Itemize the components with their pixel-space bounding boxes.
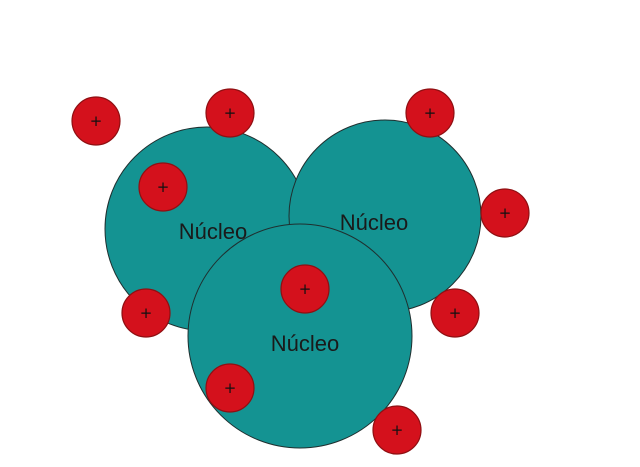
plus-icon: + (391, 421, 404, 439)
nucleus-left-label: Núcleo (179, 219, 247, 244)
nucleus-right-label: Núcleo (340, 210, 408, 235)
protons: + + + + + + + + (71, 88, 530, 455)
proton-circle (405, 88, 455, 138)
plus-icon: + (157, 178, 170, 196)
proton-circle (280, 264, 330, 314)
proton-9: + (205, 363, 255, 413)
proton-8: + (430, 288, 480, 338)
proton-circle (372, 405, 422, 455)
proton-circle (205, 88, 255, 138)
proton-circle (121, 288, 171, 338)
proton-circle (430, 288, 480, 338)
plus-icon: + (449, 304, 462, 322)
proton-7: + (121, 288, 171, 338)
proton-4: + (138, 162, 188, 212)
proton-3: + (405, 88, 455, 138)
nucleus-bottom-label: Núcleo (271, 331, 339, 356)
proton-2: + (205, 88, 255, 138)
proton-circle (138, 162, 188, 212)
plus-icon: + (424, 104, 437, 122)
plus-icon: + (140, 304, 153, 322)
proton-circle (71, 96, 121, 146)
proton-6: + (280, 264, 330, 314)
plus-icon: + (299, 280, 312, 298)
plus-icon: + (224, 104, 237, 122)
plus-icon: + (90, 112, 103, 130)
plus-icon: + (224, 379, 237, 397)
proton-circle (480, 188, 530, 238)
proton-circle (205, 363, 255, 413)
proton-5: + (480, 188, 530, 238)
proton-1: + (71, 96, 121, 146)
plus-icon: + (499, 204, 512, 222)
proton-10: + (372, 405, 422, 455)
